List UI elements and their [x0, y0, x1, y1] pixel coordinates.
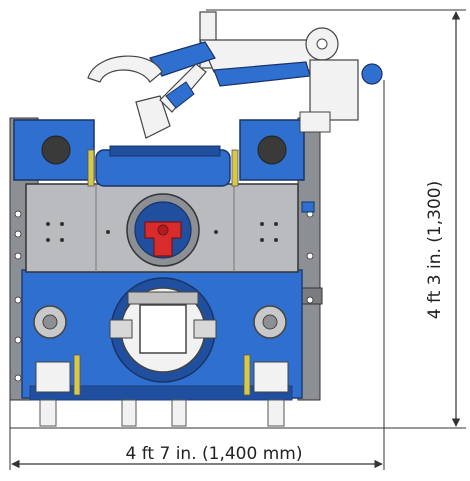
- width-dimension-label: 4 ft 7 in. (1,400 mm): [126, 444, 303, 464]
- left-foot: [39, 399, 57, 427]
- left-yellow-post: [73, 354, 81, 396]
- right-blue-tab: [301, 201, 315, 213]
- upper-drum-top: [109, 145, 221, 157]
- upper-left-block: [13, 119, 95, 181]
- arm-right-housing: [309, 59, 359, 121]
- center-left-foot: [121, 399, 137, 427]
- machine-illustration: [9, 11, 383, 427]
- height-dimension-label: 4 ft 3 in. (1,300): [425, 181, 445, 319]
- bottom-base: [29, 385, 293, 401]
- right-foot: [267, 399, 285, 427]
- plate-holes: [46, 222, 278, 242]
- center-right-foot: [171, 399, 187, 427]
- clamp-left-jaw: [109, 319, 133, 339]
- left-yellow-rod: [87, 149, 95, 187]
- upper-left-motor: [41, 135, 71, 165]
- right-yellow-post: [243, 354, 251, 396]
- arm-right-joint-center: [316, 38, 328, 50]
- lower-right-box: [253, 361, 289, 393]
- robotic-arm: [87, 11, 383, 139]
- arm-end-motor: [361, 63, 383, 85]
- left-roller-hub: [42, 314, 58, 330]
- gripper-claw: [87, 55, 163, 83]
- right-roller-hub: [262, 314, 278, 330]
- gripper-blue-tip: [165, 81, 195, 109]
- upper-right-motor: [257, 135, 287, 165]
- right-yellow-rod: [231, 149, 239, 187]
- lower-left-box: [35, 361, 71, 393]
- arm-lower-bracket: [299, 111, 331, 133]
- valve-center: [157, 224, 169, 236]
- gripper-lower-jaw: [135, 95, 171, 139]
- dimension-annotations: 4 ft 3 in. (1,300) 4 ft 7 in. (1,400 mm): [9, 9, 466, 470]
- clamp-right-jaw: [193, 319, 217, 339]
- center-top-cap: [127, 291, 199, 305]
- center-clamp-block: [139, 304, 187, 354]
- valve-handle: [144, 221, 182, 257]
